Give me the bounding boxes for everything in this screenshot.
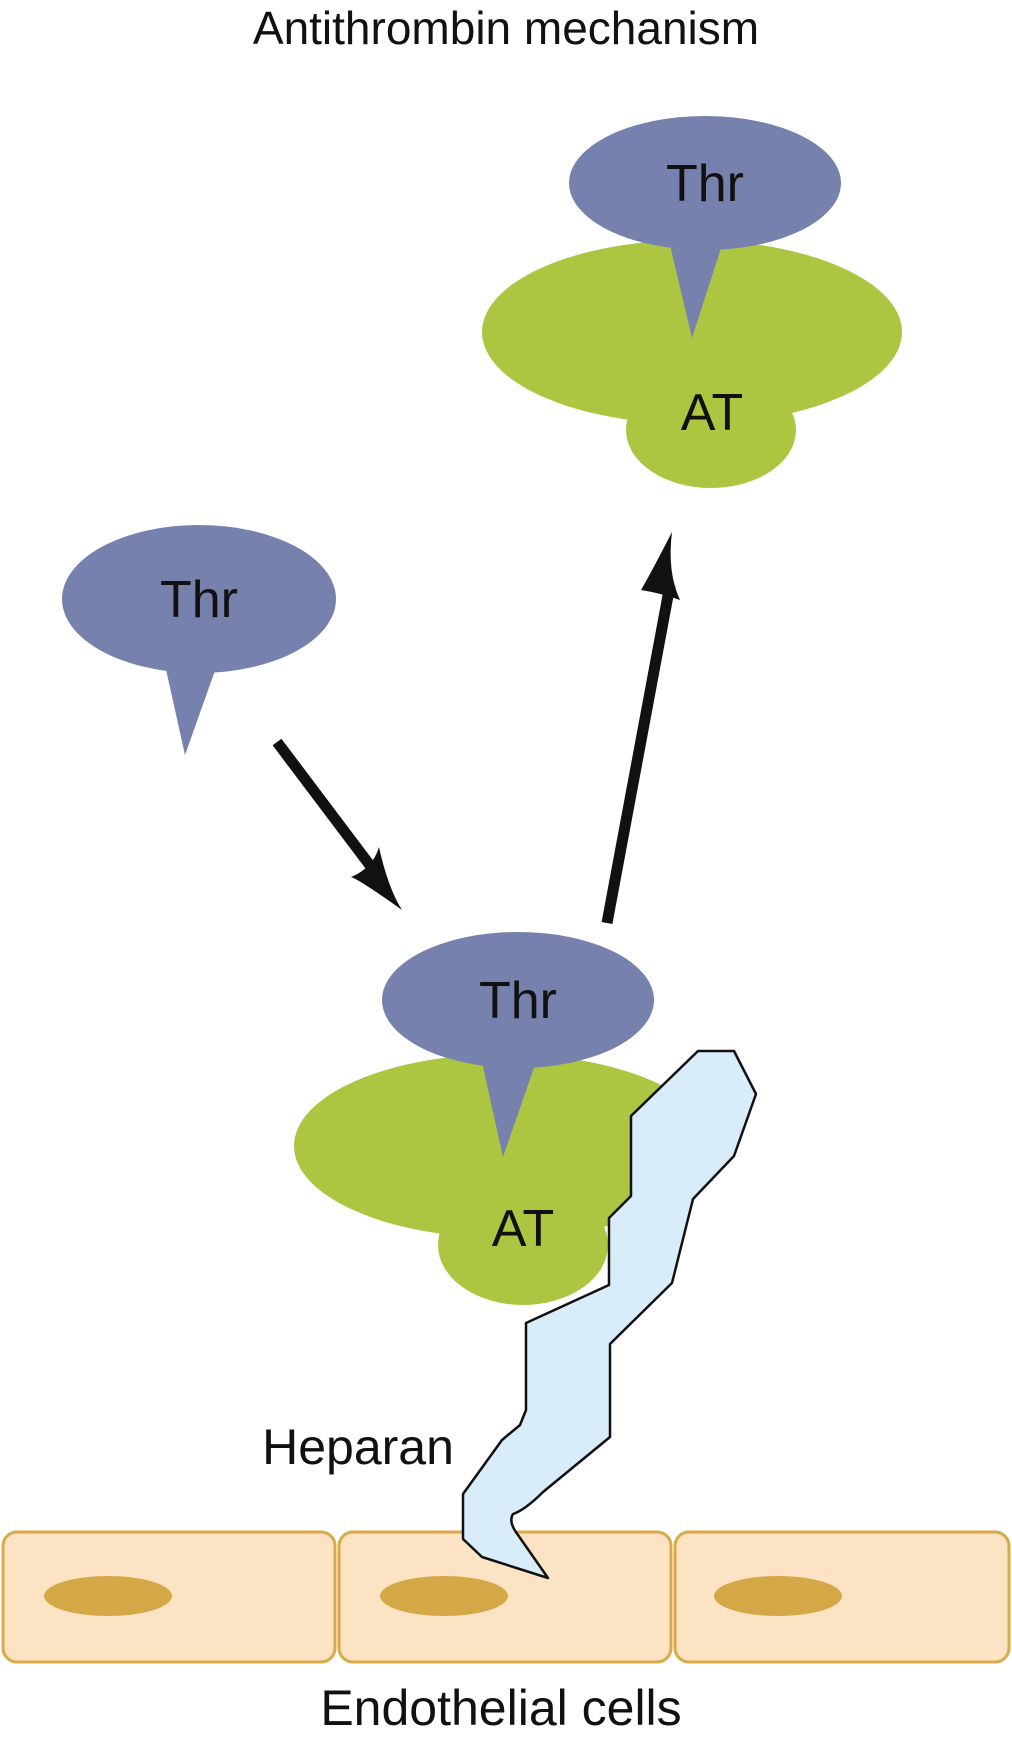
release-arrow-shaft xyxy=(601,583,676,925)
thrombin-bound-label: Thr xyxy=(479,972,557,1030)
release-arrow-head xyxy=(641,532,680,600)
thrombin-complex-spike xyxy=(670,245,722,338)
endothelial-cells-label: Endothelial cells xyxy=(320,1680,681,1736)
thrombin-antithrombin-complex: Thr AT xyxy=(482,116,902,488)
endothelial-cell-layer xyxy=(1,1530,1011,1664)
thrombin-complex-body xyxy=(569,116,841,250)
cell-nucleus xyxy=(380,1576,508,1616)
cell-nucleus xyxy=(44,1576,172,1616)
free-thrombin-spike xyxy=(165,665,217,755)
release-arrow xyxy=(601,532,680,925)
free-thrombin-label: Thr xyxy=(160,571,238,629)
antithrombin-bound-lobe xyxy=(438,1185,608,1305)
heparan-label: Heparan xyxy=(262,1419,454,1475)
antithrombin-complex-label: AT xyxy=(681,384,744,442)
binding-arrow-shaft xyxy=(272,738,380,876)
free-thrombin: Thr xyxy=(62,525,336,755)
antithrombin-bound-label: AT xyxy=(492,1200,555,1258)
antithrombin-complex-lobe xyxy=(626,372,796,488)
binding-arrow-head xyxy=(351,847,402,910)
diagram-title: Antithrombin mechanism xyxy=(253,2,759,54)
endothelial-cell xyxy=(673,1530,1011,1664)
thrombin-complex-label: Thr xyxy=(666,155,744,213)
binding-arrow xyxy=(272,738,402,910)
thrombin-bound-spike xyxy=(482,1062,536,1157)
free-thrombin-body xyxy=(62,525,336,673)
thrombin-bound-body xyxy=(382,932,654,1068)
thrombin-antithrombin-heparan-complex: Thr AT xyxy=(294,932,714,1305)
cell-nucleus xyxy=(714,1576,842,1616)
heparan-chain xyxy=(461,1049,758,1580)
